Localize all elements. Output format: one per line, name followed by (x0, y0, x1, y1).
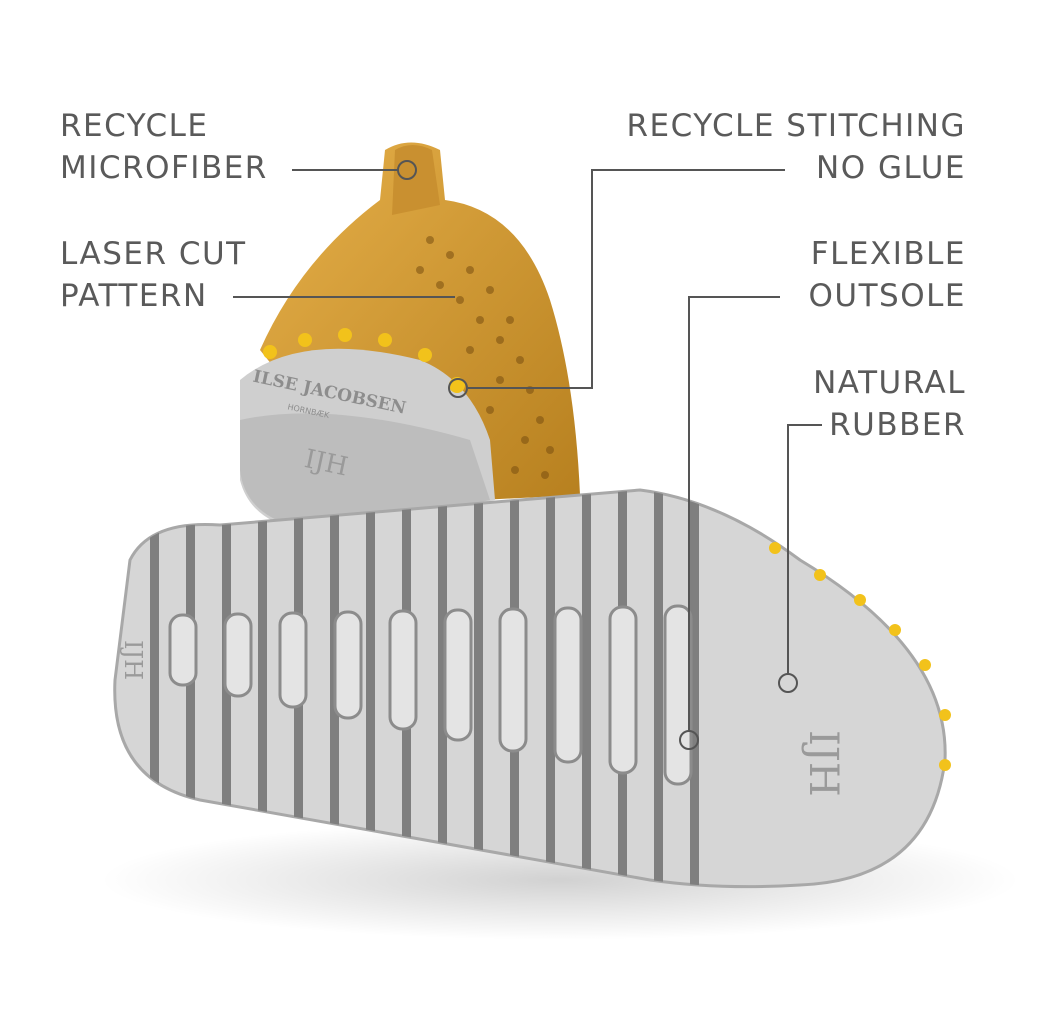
tread-lug (608, 605, 638, 775)
label-natural-rubber: NATURAL RUBBER (813, 362, 966, 446)
toe-monogram: IJH (119, 640, 147, 680)
label-recycle-stitching: RECYCLE STITCHING NO GLUE (626, 105, 966, 189)
tread-groove (258, 490, 267, 887)
tread-groove (582, 490, 591, 887)
label-line: RECYCLE (60, 108, 209, 144)
tread-groove (690, 490, 699, 887)
label-line: FLEXIBLE (810, 236, 966, 272)
label-line: RUBBER (829, 407, 966, 443)
shoe-upper: ILSE JACOBSEN HORNBÆK IJH (240, 142, 580, 530)
label-recycle-microfiber: RECYCLE MICROFIBER (60, 105, 268, 189)
label-line: PATTERN (60, 278, 208, 314)
tread-groove (654, 490, 663, 887)
label-line: RECYCLE STITCHING (626, 108, 966, 144)
tread-lug (168, 613, 198, 687)
tread-groove (150, 490, 159, 887)
tread-lug (553, 606, 583, 764)
tread-groove (438, 490, 447, 887)
tread-groove (546, 490, 555, 887)
label-line: MICROFIBER (60, 150, 268, 186)
label-flexible-outsole: FLEXIBLE OUTSOLE (809, 233, 966, 317)
tread-lug (223, 612, 253, 698)
outsole: IJH IJH (113, 488, 951, 889)
tread-pattern (150, 490, 699, 887)
tread-lug (278, 611, 308, 709)
label-laser-cut-pattern: LASER CUT PATTERN (60, 233, 247, 317)
label-line: OUTSOLE (808, 278, 966, 314)
label-line: NATURAL (813, 365, 966, 401)
label-line: LASER CUT (60, 236, 247, 272)
label-line: NO GLUE (816, 150, 966, 186)
leader-lines (233, 160, 822, 750)
tread-lug (388, 609, 418, 731)
tread-lug (663, 604, 693, 786)
tread-groove (186, 490, 195, 887)
sole-monogram: IJH (800, 730, 846, 797)
tread-groove (366, 490, 375, 887)
tread-lug (333, 610, 363, 720)
tread-lug (443, 608, 473, 742)
tread-groove (474, 490, 483, 887)
tread-lug (498, 607, 528, 753)
